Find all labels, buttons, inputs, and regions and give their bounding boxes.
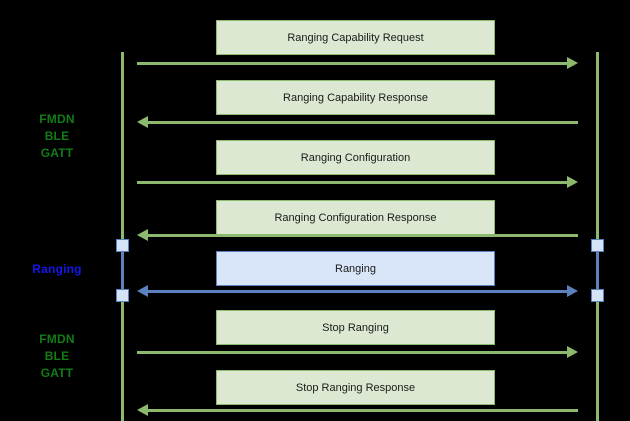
- message-arrow-stop-ranging: [137, 346, 578, 359]
- lifeline-left: [121, 52, 124, 421]
- phase-label-ranging: Ranging: [32, 262, 82, 276]
- arrowhead-right: [567, 285, 578, 297]
- arrow-shaft: [137, 181, 568, 184]
- message-arrow-ranging-configuration-response: [137, 229, 578, 242]
- arrowhead-right: [567, 346, 578, 358]
- phase-label-fmdn-ble-gatt-bottom: FMDN BLE GATT: [39, 332, 75, 380]
- arrow-shaft: [137, 62, 568, 65]
- arrowhead-left: [137, 285, 148, 297]
- phase-label-fmdn-ble-gatt-top: FMDN BLE GATT: [39, 112, 75, 160]
- activation-marker-left-start: [116, 239, 129, 252]
- message-arrow-ranging-configuration: [137, 176, 578, 189]
- arrowhead-left: [137, 116, 148, 128]
- activation-marker-right-end: [591, 289, 604, 302]
- arrow-shaft: [147, 121, 578, 124]
- arrowhead-left: [137, 404, 148, 416]
- message-arrow-stop-ranging-response: [137, 404, 578, 417]
- message-arrow-ranging-capability-response: [137, 116, 578, 129]
- arrowhead-left: [137, 229, 148, 241]
- message-box-ranging-capability-response: Ranging Capability Response: [216, 80, 495, 115]
- activation-line-right: [596, 239, 599, 301]
- message-box-ranging-configuration: Ranging Configuration: [216, 140, 495, 175]
- arrow-shaft: [147, 409, 578, 412]
- activation-marker-left-end: [116, 289, 129, 302]
- activation-marker-right-start: [591, 239, 604, 252]
- arrow-shaft: [147, 290, 568, 293]
- arrow-shaft: [137, 351, 568, 354]
- message-box-ranging: Ranging: [216, 251, 495, 286]
- activation-line-left: [121, 239, 124, 301]
- message-arrow-ranging-capability-request: [137, 57, 578, 70]
- arrowhead-right: [567, 57, 578, 69]
- lifeline-right: [596, 52, 599, 421]
- message-box-stop-ranging: Stop Ranging: [216, 310, 495, 345]
- arrowhead-right: [567, 176, 578, 188]
- message-arrow-ranging-bidirectional: [137, 285, 578, 298]
- message-box-ranging-capability-request: Ranging Capability Request: [216, 20, 495, 55]
- arrow-shaft: [147, 234, 578, 237]
- message-box-stop-ranging-response: Stop Ranging Response: [216, 370, 495, 405]
